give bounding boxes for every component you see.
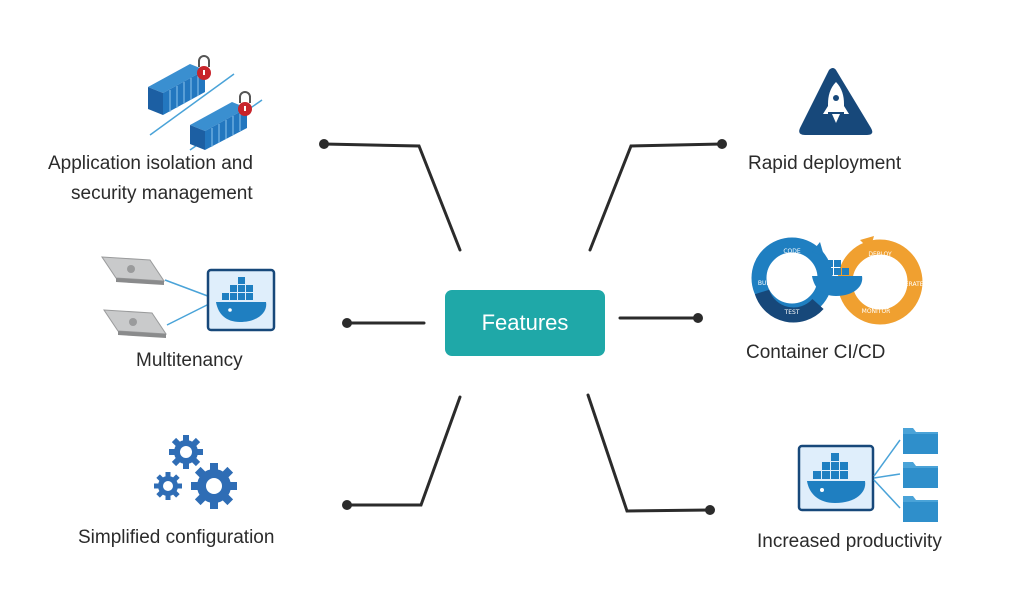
connector-productivity xyxy=(586,393,712,513)
gear-icon xyxy=(191,463,237,509)
connector-dot-simplified xyxy=(342,500,352,510)
connector-dot-cicd xyxy=(693,313,703,323)
folder-icon xyxy=(903,428,938,454)
connector-simplified xyxy=(345,395,462,507)
cicd-test-label: TEST xyxy=(784,309,800,316)
laptop-icon xyxy=(103,309,167,338)
cicd-deploy-label: DEPLOY xyxy=(868,251,892,258)
feature-label-productivity: Increased productivity xyxy=(757,531,942,552)
lock-icon xyxy=(238,91,252,116)
gear-icon xyxy=(154,472,182,500)
folder-icons xyxy=(903,428,938,522)
feature-label-multitenancy: Multitenancy xyxy=(136,350,243,371)
gear-icon xyxy=(169,435,203,469)
feature-label-isolation-line2: security management xyxy=(71,183,253,204)
docker-whale-icon xyxy=(812,260,863,296)
cicd-code-label: CODE xyxy=(783,248,801,255)
folder-icon xyxy=(903,496,938,522)
laptop-icon xyxy=(101,256,165,285)
lock-icon xyxy=(197,55,211,80)
connector-rapid xyxy=(588,142,724,252)
feature-label-simplified: Simplified configuration xyxy=(78,527,275,548)
docker-whale-icon xyxy=(797,444,875,512)
cicd-monitor-label: MONITOR xyxy=(862,308,891,315)
connector-dot-multitenancy xyxy=(342,318,352,328)
folder-icon xyxy=(903,462,938,488)
feature-label-cicd: Container CI/CD xyxy=(746,342,886,363)
features-center-label: Features xyxy=(481,310,569,335)
features-center-node: Features xyxy=(445,290,605,356)
feature-label-isolation-line1: Application isolation and xyxy=(48,153,253,174)
cicd-operate-label: OPERATE xyxy=(896,281,923,288)
connector-dot-isolation xyxy=(319,139,329,149)
connector-dot-rapid xyxy=(717,139,727,149)
connector-isolation xyxy=(322,142,462,252)
cicd-build-label: BUILD xyxy=(758,280,777,287)
docker-whale-icon xyxy=(206,268,276,332)
connector-dot-productivity xyxy=(705,505,715,515)
feature-label-rapid: Rapid deployment xyxy=(748,153,902,174)
